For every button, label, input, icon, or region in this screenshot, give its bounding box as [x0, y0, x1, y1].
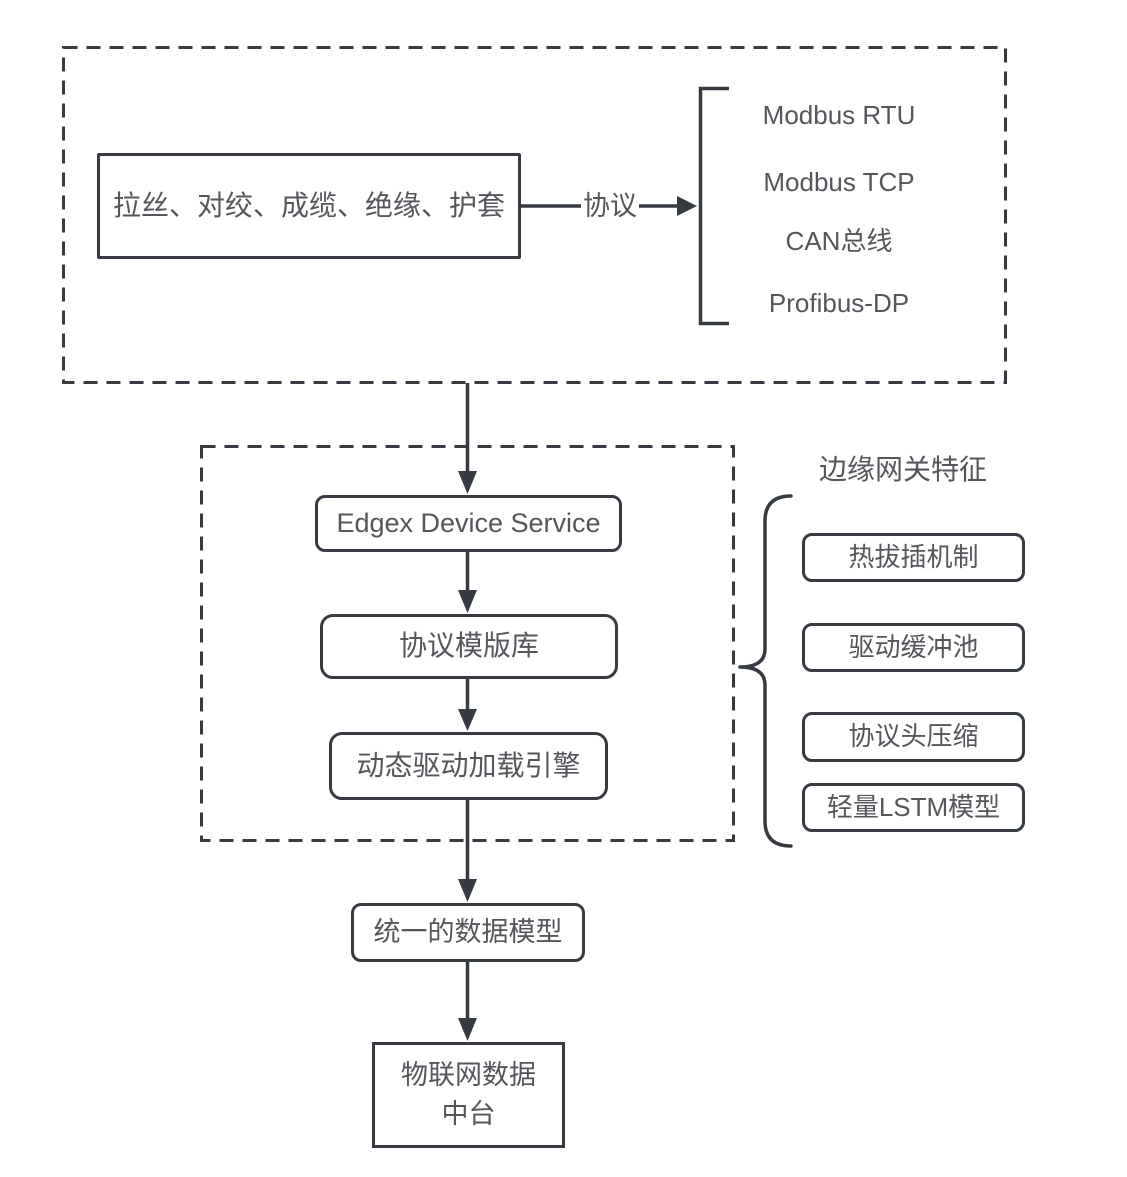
protocol-edge-label: 协议 — [583, 191, 637, 221]
protocol-item-modbus-tcp: Modbus TCP — [763, 167, 915, 197]
node-unified-data-model: 统一的数据模型 — [351, 903, 585, 962]
arrow-5-head-icon — [458, 1018, 477, 1041]
feature-item-lstm-model: 轻量LSTM模型 — [802, 783, 1025, 832]
protocol-bracket — [698, 86, 729, 326]
features-title: 边缘网关特征 — [818, 454, 987, 485]
node-edgex-device-service: Edgex Device Service — [315, 495, 622, 552]
protocol-item-can-bus: CAN总线 — [785, 226, 893, 256]
protocol-item-modbus-rtu: Modbus RTU — [762, 100, 916, 130]
node-dynamic-driver-engine: 动态驱动加载引擎 — [329, 732, 608, 800]
node-protocol-template-lib: 协议模版库 — [320, 614, 618, 679]
arrow-1-head-icon — [458, 471, 477, 494]
arrow-3-head-icon — [458, 709, 477, 731]
node-process-stages: 拉丝、对绞、成缆、绝缘、护套 — [97, 153, 521, 259]
feature-item-hot-swap: 热拔插机制 — [802, 533, 1025, 582]
protocol-arrowhead-icon — [677, 196, 697, 216]
node-iot-data-platform: 物联网数据 中台 — [372, 1042, 565, 1148]
feature-item-driver-buffer: 驱动缓冲池 — [802, 623, 1025, 672]
feature-item-header-compression: 协议头压缩 — [802, 712, 1025, 762]
arrow-4-head-icon — [458, 879, 477, 902]
arrow-2-head-icon — [458, 590, 477, 613]
dashed-region-production — [62, 46, 1007, 384]
protocol-item-profibus-dp: Profibus-DP — [768, 288, 910, 318]
features-brace — [738, 494, 793, 848]
